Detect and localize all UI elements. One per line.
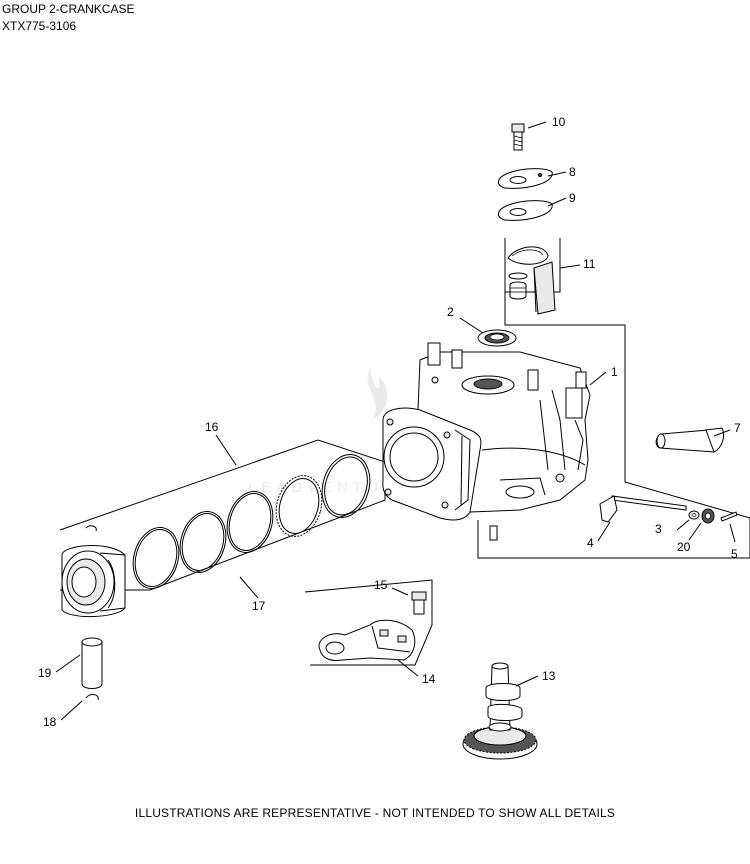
part-11-bracket	[504, 238, 561, 293]
rod-group-outline	[304, 579, 433, 666]
part-14-connecting-rod	[318, 619, 416, 661]
part-18-clip	[85, 693, 99, 701]
diagram-title: GROUP 2-CRANKCASE	[2, 2, 135, 16]
callout-13: 13	[542, 669, 556, 683]
callout-11: 11	[583, 257, 596, 271]
callout-8: 8	[569, 165, 576, 179]
callout-1: 1	[611, 365, 618, 379]
flame-logo-icon	[367, 368, 388, 420]
part-4-governor-shaft	[599, 495, 687, 523]
part-2-seal	[477, 329, 517, 347]
part-9-plate	[497, 200, 553, 221]
callout-10: 10	[552, 115, 566, 129]
part-5-pin	[720, 511, 738, 522]
leader-lines	[55, 121, 736, 721]
callout-15: 15	[374, 578, 388, 592]
part-16-rings	[226, 454, 371, 553]
callout-3: 3	[655, 522, 662, 536]
part-7-breather-tube	[655, 427, 725, 453]
callout-2: 2	[447, 305, 454, 319]
part-1-crankcase	[382, 342, 591, 541]
callout-16: 16	[205, 420, 219, 434]
part-8-plate	[497, 168, 553, 189]
callout-7: 7	[734, 421, 741, 435]
callout-17: 17	[252, 599, 266, 613]
disclaimer-note: ILLUSTRATIONS ARE REPRESENTATIVE - NOT I…	[134, 806, 616, 820]
part-10-bolt	[511, 123, 525, 151]
callout-4: 4	[587, 536, 594, 550]
piston-clip-upper	[85, 525, 97, 532]
callout-18: 18	[43, 715, 57, 729]
callout-9: 9	[569, 191, 576, 205]
part-11-governor	[507, 246, 556, 315]
part-13-camshaft	[462, 662, 538, 760]
model-number: XTX775-3106	[2, 19, 77, 33]
crankcase-group-outline	[477, 292, 750, 559]
callout-20: 20	[677, 540, 691, 554]
callout-5: 5	[731, 547, 738, 561]
part-19-wrist-pin	[81, 637, 103, 689]
piston	[61, 545, 126, 618]
part-15-bolt	[411, 591, 427, 615]
part-20-seal	[701, 508, 715, 524]
callout-14: 14	[422, 672, 436, 686]
callout-19: 19	[38, 666, 52, 680]
part-17-rings	[132, 511, 227, 589]
callouts: 1 2 3 4 5 7 8 9 10 11 13 14 15 16 17 18 …	[38, 115, 741, 729]
